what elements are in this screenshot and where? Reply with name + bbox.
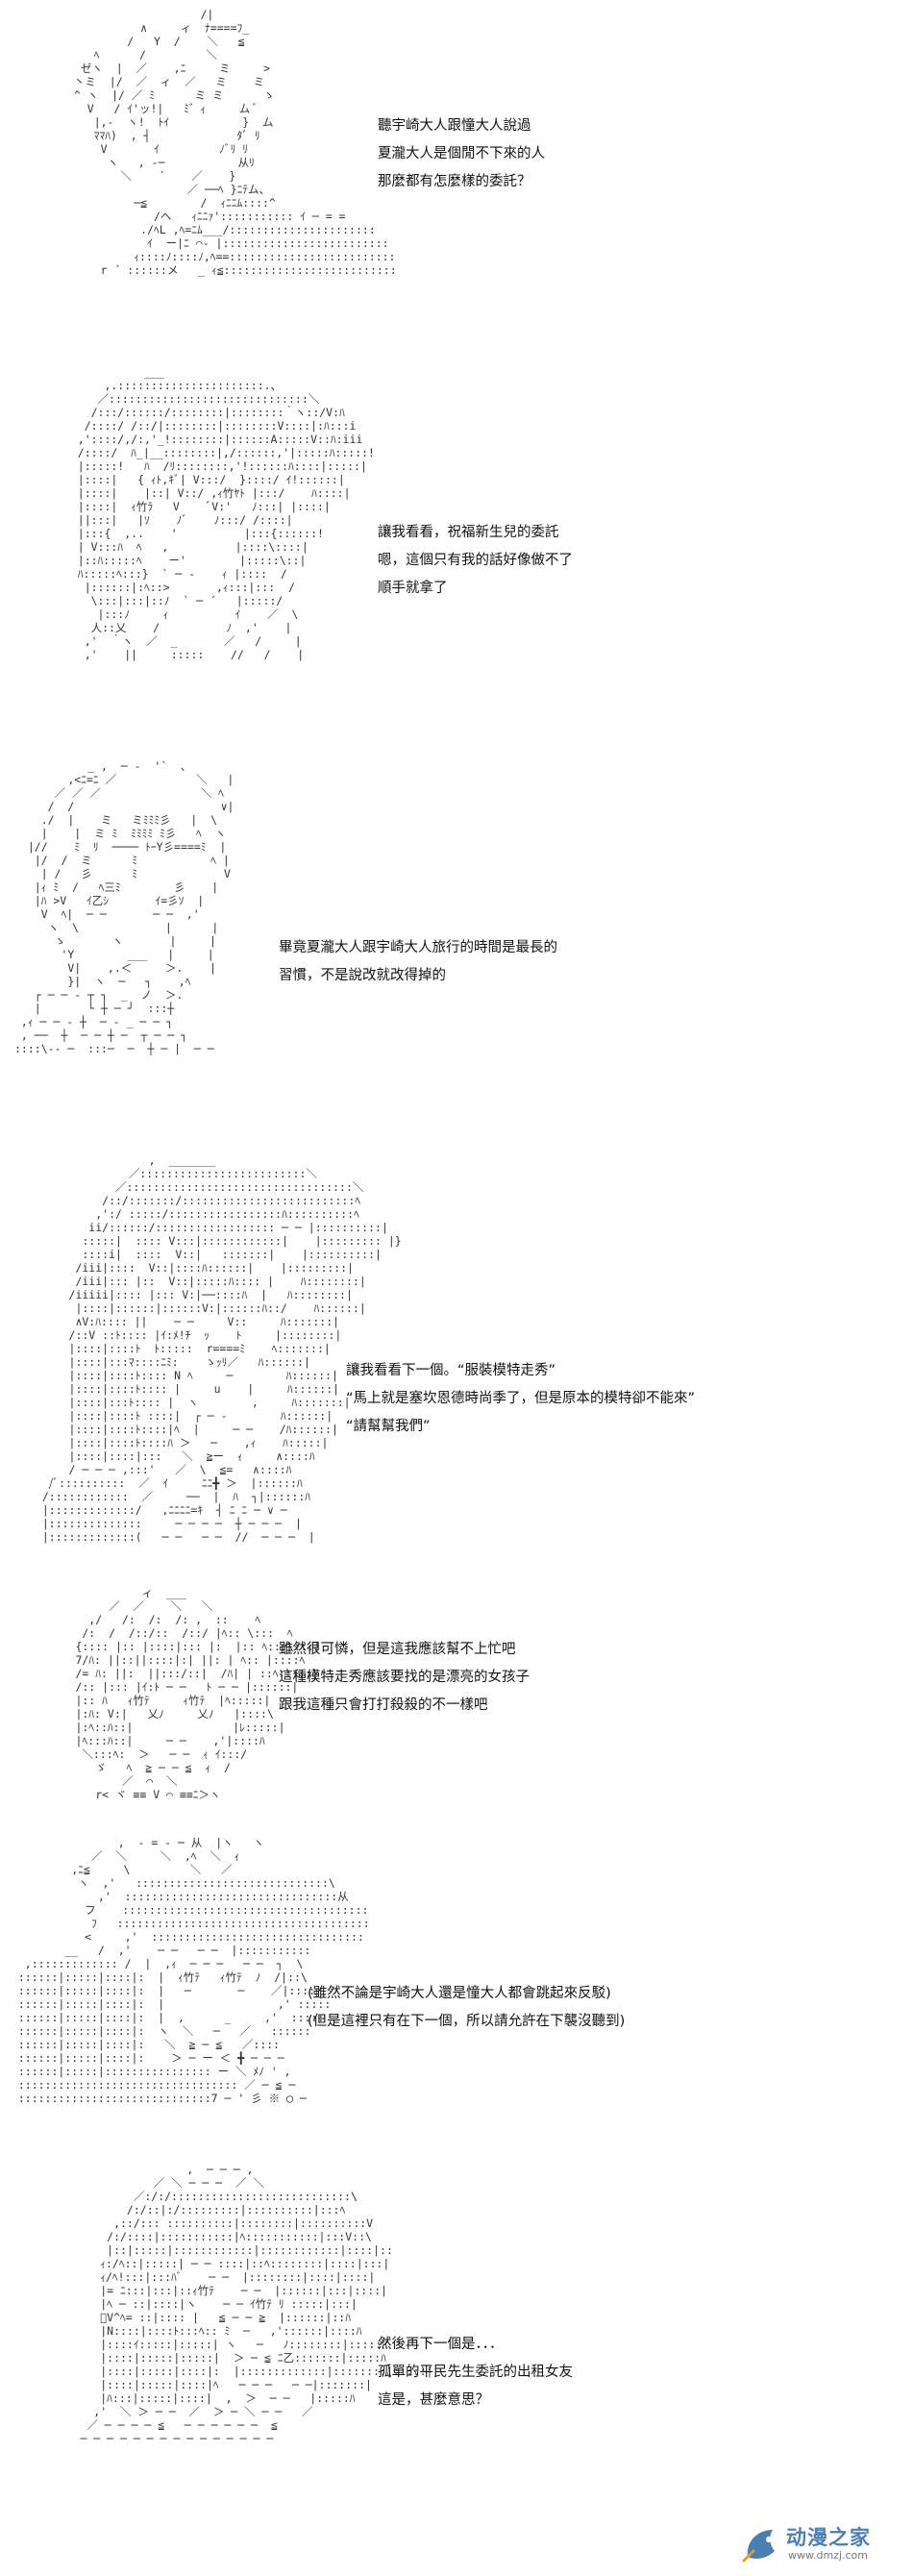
dialog-3: 畢竟夏瀧大人跟宇崎大人旅行的時間是最長的 習慣，不是說改就改得掉的 bbox=[279, 934, 557, 990]
dialog-line: 畢竟夏瀧大人跟宇崎大人旅行的時間是最長的 bbox=[279, 940, 557, 955]
panel-3: _ , ─ ‐ '` ､ ,<ﾆ=ﾆ ／ ＼ | ／ ／ ／ ＼ ﾍ / / ∨… bbox=[0, 750, 913, 1125]
dialog-6: (雖然不論是宇崎大人還是憧大人都會跳起來反駁) (但是這裡只有在下一個，所以請允… bbox=[308, 1980, 625, 2036]
watermark-url: www.dmzj.com bbox=[788, 2549, 868, 2562]
ascii-art-4: , _______ ／:::::::::::::::::::::::::＼ ／:… bbox=[41, 1153, 402, 1544]
ascii-art-7: , ─ ─ ─ , ／ ＼ ─ ─ ─ ／ ＼ ／:/:/:::::::::::… bbox=[80, 2163, 433, 2445]
site-watermark: 动漫之家 www.dmzj.com bbox=[736, 2518, 900, 2568]
dialog-line: 這是，甚麼意思？ bbox=[378, 2392, 489, 2408]
dialog-line: 這種模特走秀應該要找的是漂亮的女孩子 bbox=[279, 1670, 530, 1685]
dialog-line: 順手就拿了 bbox=[378, 581, 448, 596]
dialog-4: 讓我看看下一個。“服裝模特走秀” “馬上就是塞坎恩德時尚季了，但是原本的模特卻不… bbox=[346, 1357, 695, 1441]
dialog-line: 跟我這種只會打打殺殺的不一樣吧 bbox=[279, 1697, 488, 1713]
dialog-line: 夏瀧大人是個閒不下來的人 bbox=[378, 146, 545, 161]
watermark-title: 动漫之家 bbox=[786, 2526, 871, 2549]
dialog-line: (雖然不論是宇崎大人還是憧大人都會跳起來反駁) bbox=[308, 1986, 611, 2001]
dialog-line: 那麼都有怎麼樣的委託？ bbox=[378, 174, 531, 189]
dialog-1: 聽宇崎大人跟憧大人說過 夏瀧大人是個閒不下來的人 那麼都有怎麼樣的委託？ bbox=[378, 112, 545, 196]
dialog-5: 雖然很可憐，但是這我應該幫不上忙吧 這種模特走秀應該要找的是漂亮的女孩子 跟我這… bbox=[279, 1636, 530, 1720]
ascii-art-6: , ‐ = ‐ ─ 从 |ヽ ヽ ／ ＼ ＼ ,ﾍ ＼ ｨ ,ﾆ≦ \ ＼ ／ … bbox=[17, 1836, 370, 2105]
dmzj-logo-icon bbox=[742, 2530, 775, 2563]
dialog-7: 然後再下一個是．．． 孤單的平民先生委託的出租女友 這是，甚麼意思？ bbox=[378, 2331, 573, 2415]
dialog-line: 孤單的平民先生委託的出租女友 bbox=[378, 2365, 573, 2380]
dialog-line: 讓我看看下一個。“服裝模特走秀” bbox=[346, 1363, 556, 1378]
panel-2: ___ ,.::::::::::::::::::::::.、 ／::::::::… bbox=[0, 365, 913, 731]
ascii-art-2: ___ ,.::::::::::::::::::::::.、 ／::::::::… bbox=[77, 365, 375, 661]
panel-5: ィ ___ ／ ／ ＼ ＼ ,/ /: /: /: , :: ﾍ /: / /:… bbox=[0, 1586, 913, 1807]
dialog-line: 嗯，這個只有我的話好像做不了 bbox=[378, 553, 573, 568]
dialog-line: 讓我看看，祝福新生兒的委託 bbox=[378, 525, 559, 540]
dialog-line: 雖然很可憐，但是這我應該幫不上忙吧 bbox=[279, 1642, 516, 1657]
panel-6: , ‐ = ‐ ─ 从 |ヽ ヽ ／ ＼ ＼ ,ﾍ ＼ ｨ ,ﾆ≦ \ ＼ ／ … bbox=[0, 1836, 913, 2124]
dialog-line: 然後再下一個是．．． bbox=[378, 2337, 504, 2352]
ascii-art-3: _ , ─ ‐ '` ､ ,<ﾆ=ﾆ ／ ＼ | ／ ／ ／ ＼ ﾍ / / ∨… bbox=[14, 759, 234, 1055]
panel-1: /| ∧ ィ ﾅ====ﾌ_ / Y / ＼ ≦ ﾍ / ＼ ゼヽ | ／ ,ﾆ… bbox=[0, 0, 913, 336]
panel-7: , ─ ─ ─ , ／ ＼ ─ ─ ─ ／ ＼ ／:/:/:::::::::::… bbox=[0, 2163, 913, 2470]
dialog-line: 聽宇崎大人跟憧大人說過 bbox=[378, 118, 531, 134]
ascii-art-5: ィ ___ ／ ／ ＼ ＼ ,/ /: /: /: , :: ﾍ /: / /:… bbox=[75, 1586, 321, 1801]
ascii-art-1: /| ∧ ィ ﾅ====ﾌ_ / Y / ＼ ≦ ﾍ / ＼ ゼヽ | ／ ,ﾆ… bbox=[73, 8, 397, 277]
dialog-line: “馬上就是塞坎恩德時尚季了，但是原本的模特卻不能來” bbox=[346, 1391, 696, 1406]
panel-4: , _______ ／:::::::::::::::::::::::::＼ ／:… bbox=[0, 1153, 913, 1567]
dialog-line: (但是這裡只有在下一個，所以請允許在下襲沒聽到) bbox=[308, 2014, 626, 2029]
dialog-line: “請幫幫我們” bbox=[346, 1419, 431, 1434]
dialog-2: 讓我看看，祝福新生兒的委託 嗯，這個只有我的話好像做不了 順手就拿了 bbox=[378, 519, 573, 603]
dialog-line: 習慣，不是說改就改得掉的 bbox=[279, 968, 446, 983]
